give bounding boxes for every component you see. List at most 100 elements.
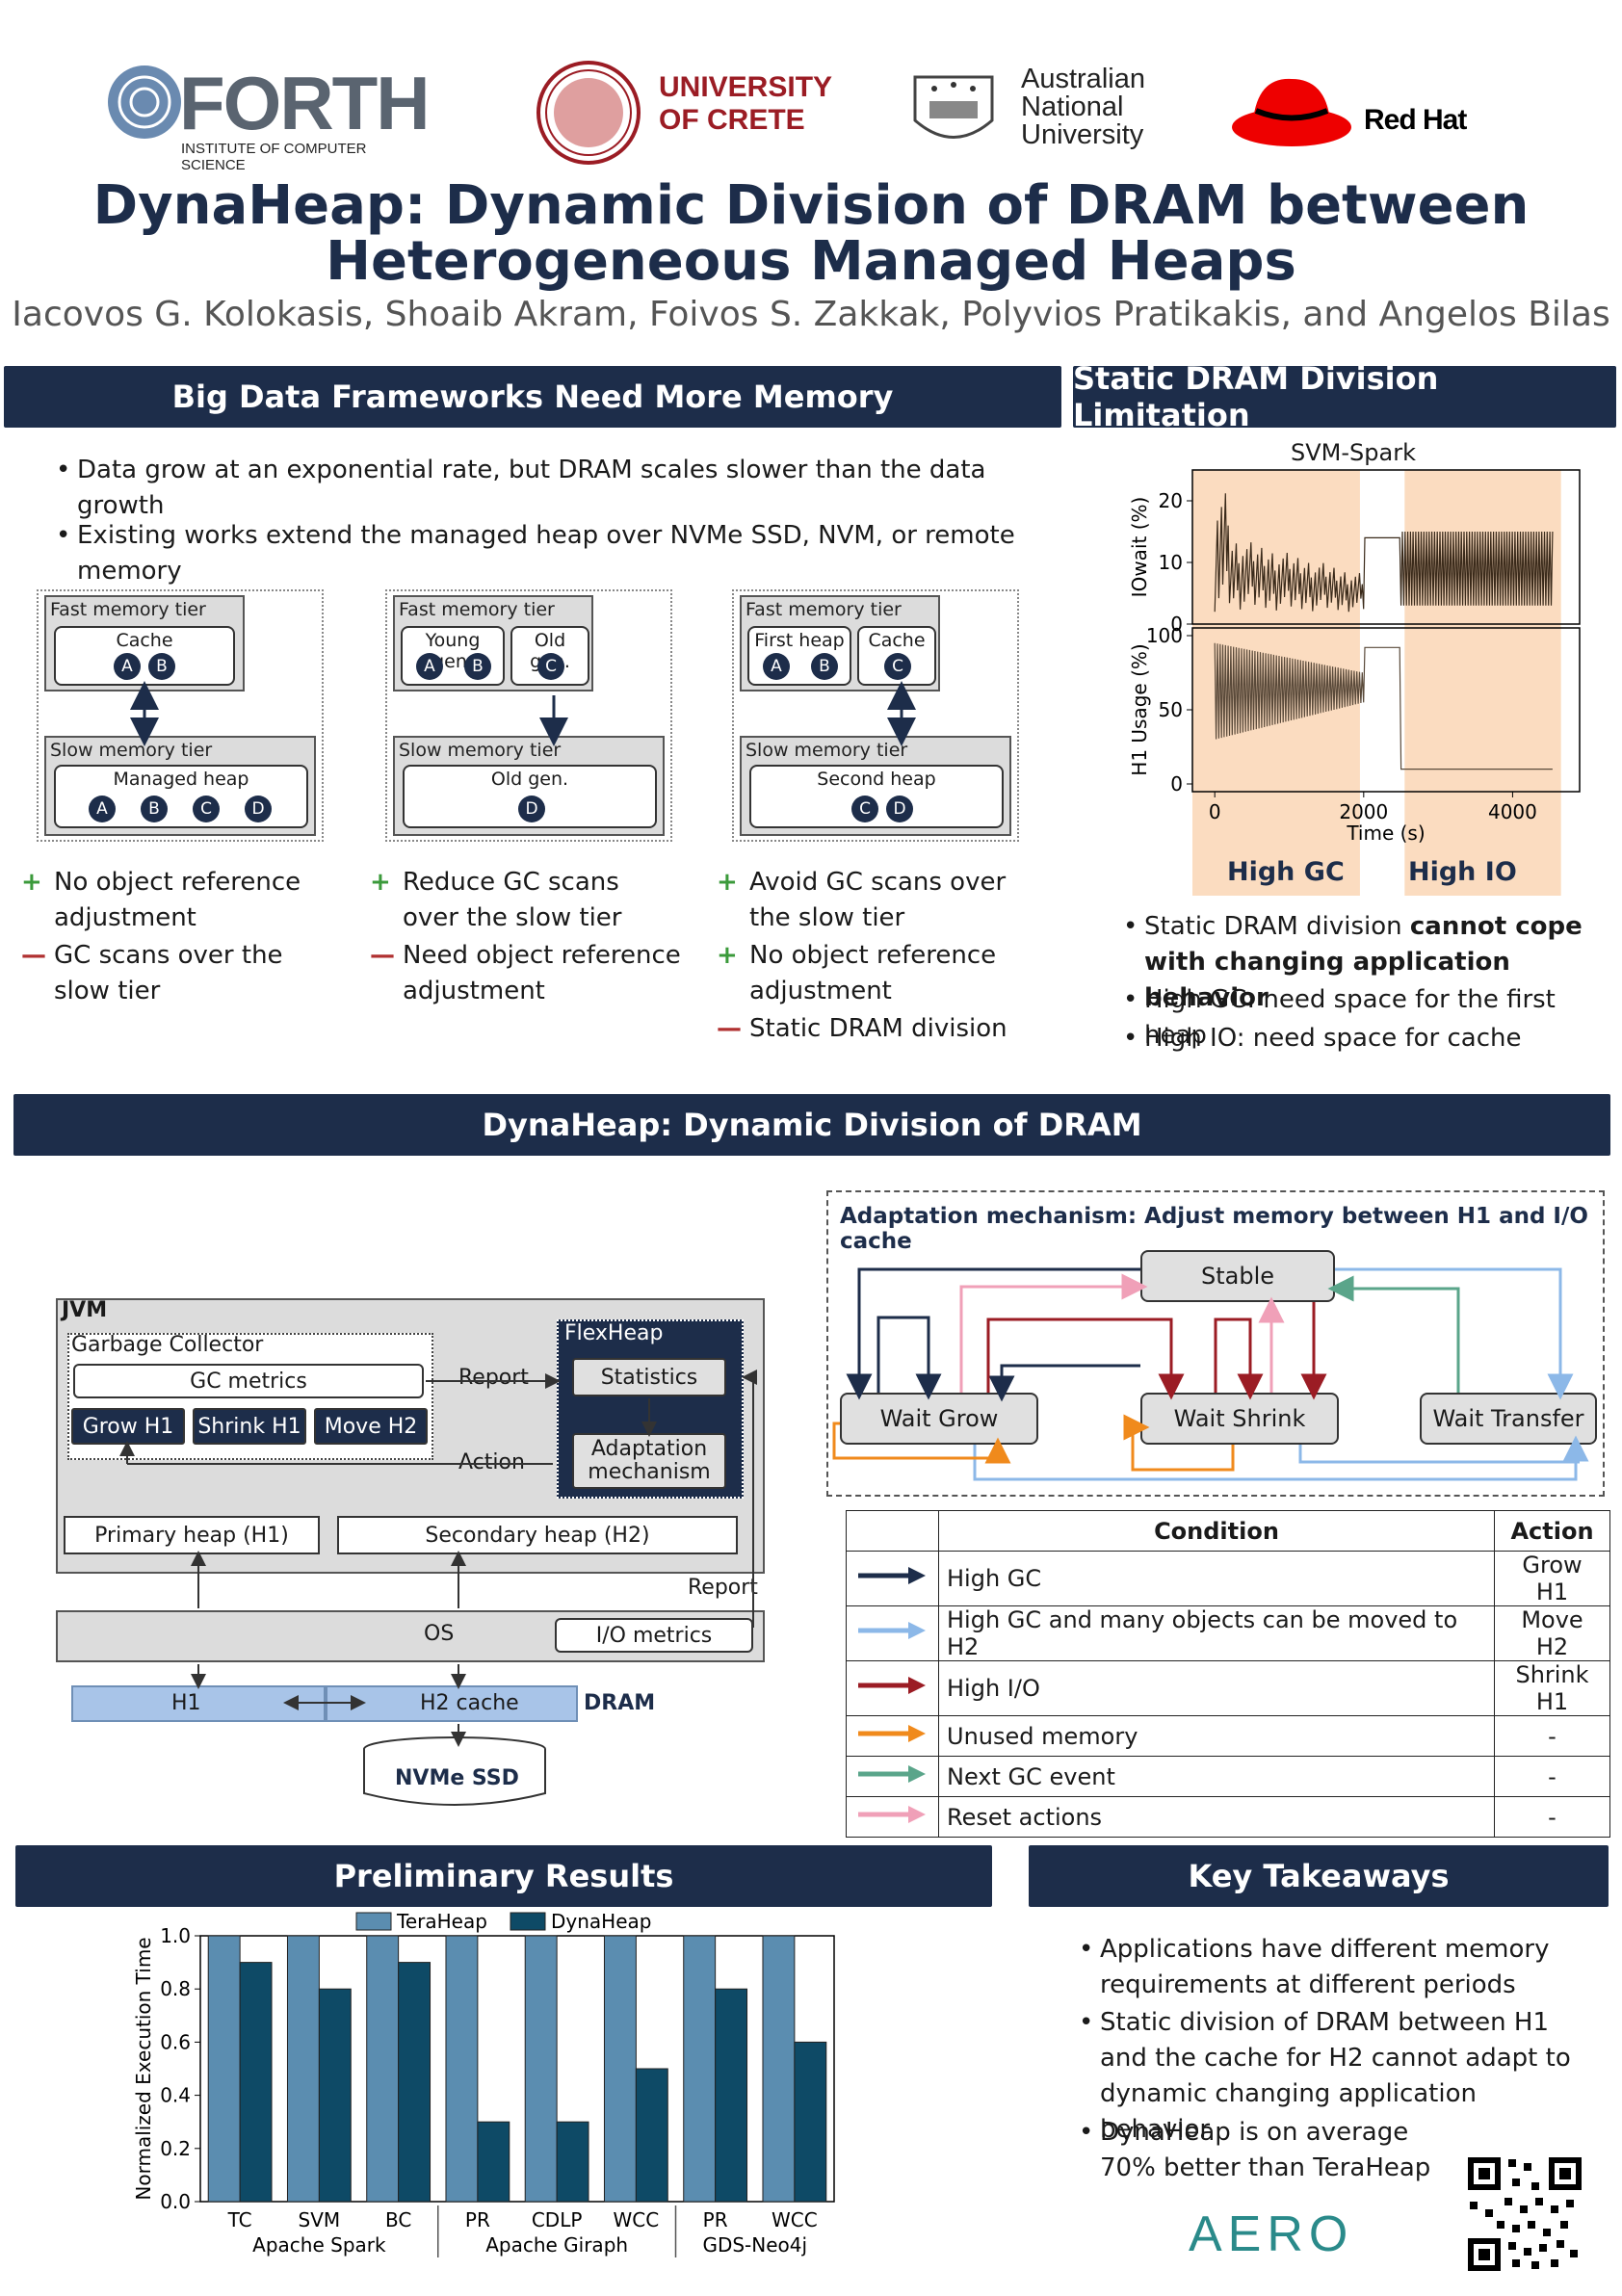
bar-dynaheap-cdlp <box>556 2121 589 2203</box>
architecture-arrows <box>119 1370 757 1747</box>
ytick-label: 0.6 <box>160 2030 191 2053</box>
ytick-label-top: 0 <box>1170 613 1183 636</box>
object-a: A <box>416 653 443 680</box>
bar-dynaheap-wcc <box>794 2041 827 2203</box>
managed-heap-box: Managed heap A B C D <box>54 765 308 828</box>
section-header-big-data: Big Data Frameworks Need More Memory <box>4 366 1061 428</box>
arrow-icon <box>858 1622 926 1639</box>
xtick-label: 0 <box>1209 800 1221 823</box>
group-label: Apache Giraph <box>485 2233 628 2257</box>
arrow-icon <box>858 1805 926 1823</box>
object-d: D <box>245 796 272 822</box>
qr-code-icon <box>1464 2153 1585 2275</box>
arrow-head <box>908 1567 926 1584</box>
poster-title-line2: Heterogeneous Managed Heaps <box>326 230 1296 293</box>
adaptation-title: Adaptation mechanism: Adjust memory betw… <box>840 1204 1588 1254</box>
chart-title: SVM-Spark <box>1291 439 1416 466</box>
report-label: Report <box>458 1366 529 1390</box>
condition-cell: Reset actions <box>938 1796 1495 1838</box>
object-c: C <box>884 653 911 680</box>
takeaway-2: Static division of DRAM between H1 and t… <box>1079 2005 1582 2148</box>
gc-metrics-box: GC metrics <box>73 1364 424 1398</box>
arrow-head <box>908 1764 926 1783</box>
xtick-label: 2000 <box>1339 800 1388 823</box>
plus-icon: + <box>21 868 42 897</box>
forth-logo: FORTH INSTITUTE OF COMPUTER SCIENCE <box>106 60 431 173</box>
category-label: SVM <box>299 2208 341 2231</box>
col2-pro-1: + Reduce GC scans over the slow tier <box>370 865 682 936</box>
ylabel-top: IOwait (%) <box>1128 497 1151 598</box>
aero-logo: AERO <box>1189 2205 1420 2263</box>
section-header-dynaheap: DynaHeap: Dynamic Division of DRAM <box>13 1094 1610 1156</box>
table-row: Unused memory - <box>846 1715 1610 1757</box>
slow-tier-box-3: Slow memory tier Second heap C D <box>740 736 1011 836</box>
category-label: TC <box>227 2208 252 2231</box>
table-row: Next GC event - <box>846 1756 1610 1797</box>
ylabel: Normalized Execution Time <box>132 1937 155 2200</box>
takeaway-3: DynaHeap is on average 70% better than T… <box>1079 2115 1456 2186</box>
group-label: Apache Spark <box>252 2233 386 2257</box>
anu-crest-icon <box>913 75 994 139</box>
panel-top-frame <box>1191 469 1581 625</box>
col3-pro-1: + Avoid GC scans over the slow tier <box>717 865 1038 936</box>
fast-tier-box-2: Fast memory tier Young gen. A B Old gen.… <box>393 595 593 691</box>
gc-label: Garbage Collector <box>71 1333 264 1357</box>
object-a: A <box>89 796 116 822</box>
fast-tier-label: Fast memory tier <box>746 599 902 620</box>
tier-diagram-2 <box>385 589 672 842</box>
xtick-label: 4000 <box>1488 800 1537 823</box>
bar-dynaheap-wcc <box>635 2068 668 2203</box>
jvm-label: JVM <box>62 1298 108 1322</box>
h2-cache-label: H2 cache <box>420 1691 519 1715</box>
category-label: WCC <box>614 2208 660 2231</box>
redhat-wordmark: Red Hat <box>1364 104 1467 136</box>
bar-dynaheap-tc <box>239 1962 273 2203</box>
young-gen-box: Young gen. A B <box>401 626 505 686</box>
cache-label: Cache <box>116 630 173 651</box>
arrow-head <box>908 1805 926 1823</box>
high-gc-label: High GC <box>1227 857 1345 887</box>
author-list: Iacovos G. Kolokasis, Shoaib Akram, Foiv… <box>12 295 1610 334</box>
slow-tier-label: Slow memory tier <box>50 740 213 761</box>
action-cell: Move H2 <box>1494 1605 1610 1661</box>
bar-teraheap-pr <box>683 1935 717 2203</box>
table-row: High GC Grow H1 <box>846 1551 1610 1606</box>
section1-bullet-2: Existing works extend the managed heap o… <box>56 518 1060 589</box>
arrow-icon <box>858 1724 926 1742</box>
condition-cell: High GC and many objects can be moved to… <box>938 1605 1495 1661</box>
table-row: Reset actions - <box>846 1796 1610 1838</box>
arrow-cell <box>846 1715 939 1757</box>
section-header-results: Preliminary Results <box>15 1845 992 1907</box>
condition-cell: Unused memory <box>938 1715 1495 1757</box>
section-header-static-dram: Static DRAM Division Limitation <box>1073 360 1616 433</box>
group-label: GDS-Neo4j <box>702 2233 807 2257</box>
ytick-label: 0.2 <box>160 2137 191 2160</box>
fast-tier-box-3: Fast memory tier First heap A B Cache C <box>740 595 940 691</box>
action-cell: Shrink H1 <box>1494 1660 1610 1716</box>
table-row: High I/O Shrink H1 <box>846 1660 1610 1716</box>
adaptation-box: Adaptation mechanism <box>572 1433 726 1489</box>
arrow-head <box>908 1622 926 1639</box>
slow-tier-label: Slow memory tier <box>399 740 562 761</box>
bar-dynaheap-pr <box>715 1988 748 2203</box>
arrow-head <box>908 1677 926 1694</box>
ytick-label-top: 10 <box>1159 551 1183 574</box>
ytick-label: 1.0 <box>160 1924 191 1947</box>
bar-dynaheap-svm <box>318 1988 352 2203</box>
arrow-icon <box>858 1677 926 1694</box>
first-heap-label: First heap <box>754 630 845 651</box>
plus-icon: + <box>717 868 738 897</box>
action-cell: Grow H1 <box>1494 1551 1610 1606</box>
category-label: CDLP <box>532 2208 583 2231</box>
col1-pro-1: + No object reference adjustment <box>21 865 333 936</box>
legend-label-0: TeraHeap <box>396 1910 487 1933</box>
object-d: D <box>518 796 545 822</box>
shrink-h1-button: Shrink H1 <box>193 1408 306 1445</box>
legend-label-1: DynaHeap <box>551 1910 651 1933</box>
old-gen-box: Old gen. C <box>510 626 589 686</box>
statistics-box: Statistics <box>572 1358 726 1396</box>
cache-box-3: Cache C <box>857 626 936 686</box>
plus-icon: + <box>717 941 738 970</box>
state-stable: Stable <box>1140 1250 1335 1302</box>
